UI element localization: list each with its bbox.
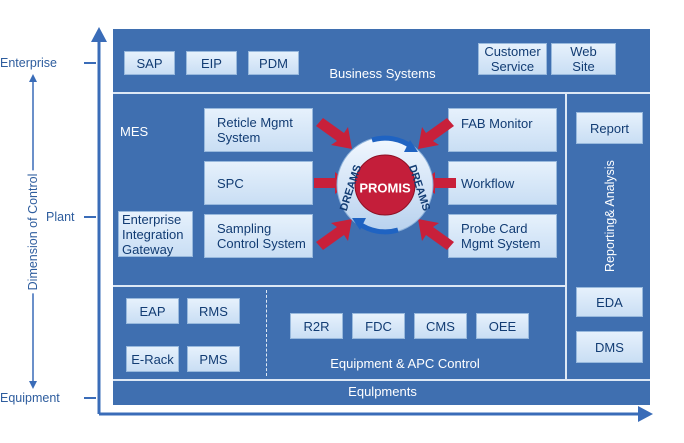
mes-label: MES [120, 124, 149, 139]
level-enterprise: Enterprise [0, 56, 57, 70]
x-axis-arrowhead [638, 406, 653, 422]
divider-mes [113, 285, 567, 287]
box-eap: EAP [126, 298, 179, 324]
promis-hub [314, 118, 456, 250]
box-web-site: Web Site [551, 43, 616, 75]
arrow-from-sampling [316, 219, 352, 250]
box-e-rack: E-Rack [126, 346, 179, 372]
box-eip: EIP [186, 51, 237, 75]
arrow-from-reticle [316, 118, 352, 149]
level-equipment: Equipment [0, 391, 60, 405]
equipment-apc-control-title: Equipment & APC Control [330, 356, 480, 371]
box-report: Report [576, 112, 643, 144]
dimension-of-control-label: Dimension of Control [26, 170, 40, 294]
y-axis-arrowhead [91, 27, 107, 42]
control-dimension-arrow-down [29, 381, 37, 389]
box-probe-card-mgmt-system: Probe Card Mgmt System [448, 214, 557, 258]
box-fab-monitor: FAB Monitor [448, 108, 557, 152]
promis-label: PROMIS [359, 180, 411, 196]
reporting-analysis-title: Reporting& Analysis [603, 160, 617, 272]
box-pms: PMS [187, 346, 240, 372]
divider-business [113, 92, 650, 94]
box-workflow: Workflow [448, 161, 557, 205]
box-pdm: PDM [248, 51, 299, 75]
control-dimension-arrow-up [29, 74, 37, 82]
arrow-from-probe-card [418, 219, 454, 250]
level-plant: Plant [46, 210, 75, 224]
business-systems-title: Business Systems [329, 66, 436, 81]
equipments-title: Equlpments [348, 384, 417, 399]
box-reticle-mgmt-system: Reticle Mgmt System [204, 108, 313, 152]
box-oee: OEE [476, 313, 529, 339]
box-r2r: R2R [290, 313, 343, 339]
box-enterprise-integration-gateway: Enterprise Integration Gateway [118, 211, 193, 257]
box-customer-service: Customer Service [478, 43, 547, 75]
promis-core [354, 154, 416, 216]
box-eda: EDA [576, 287, 643, 317]
box-spc: SPC [204, 161, 313, 205]
box-rms: RMS [187, 298, 240, 324]
box-cms: CMS [414, 313, 467, 339]
divider-equipments [113, 379, 650, 381]
divider-dashed [266, 290, 267, 376]
box-dms: DMS [576, 331, 643, 363]
arrow-from-fab-monitor [418, 118, 454, 149]
box-sampling-control-system: Sampling Control System [204, 214, 313, 258]
box-sap: SAP [124, 51, 175, 75]
divider-reporting [565, 93, 567, 380]
box-fdc: FDC [352, 313, 405, 339]
